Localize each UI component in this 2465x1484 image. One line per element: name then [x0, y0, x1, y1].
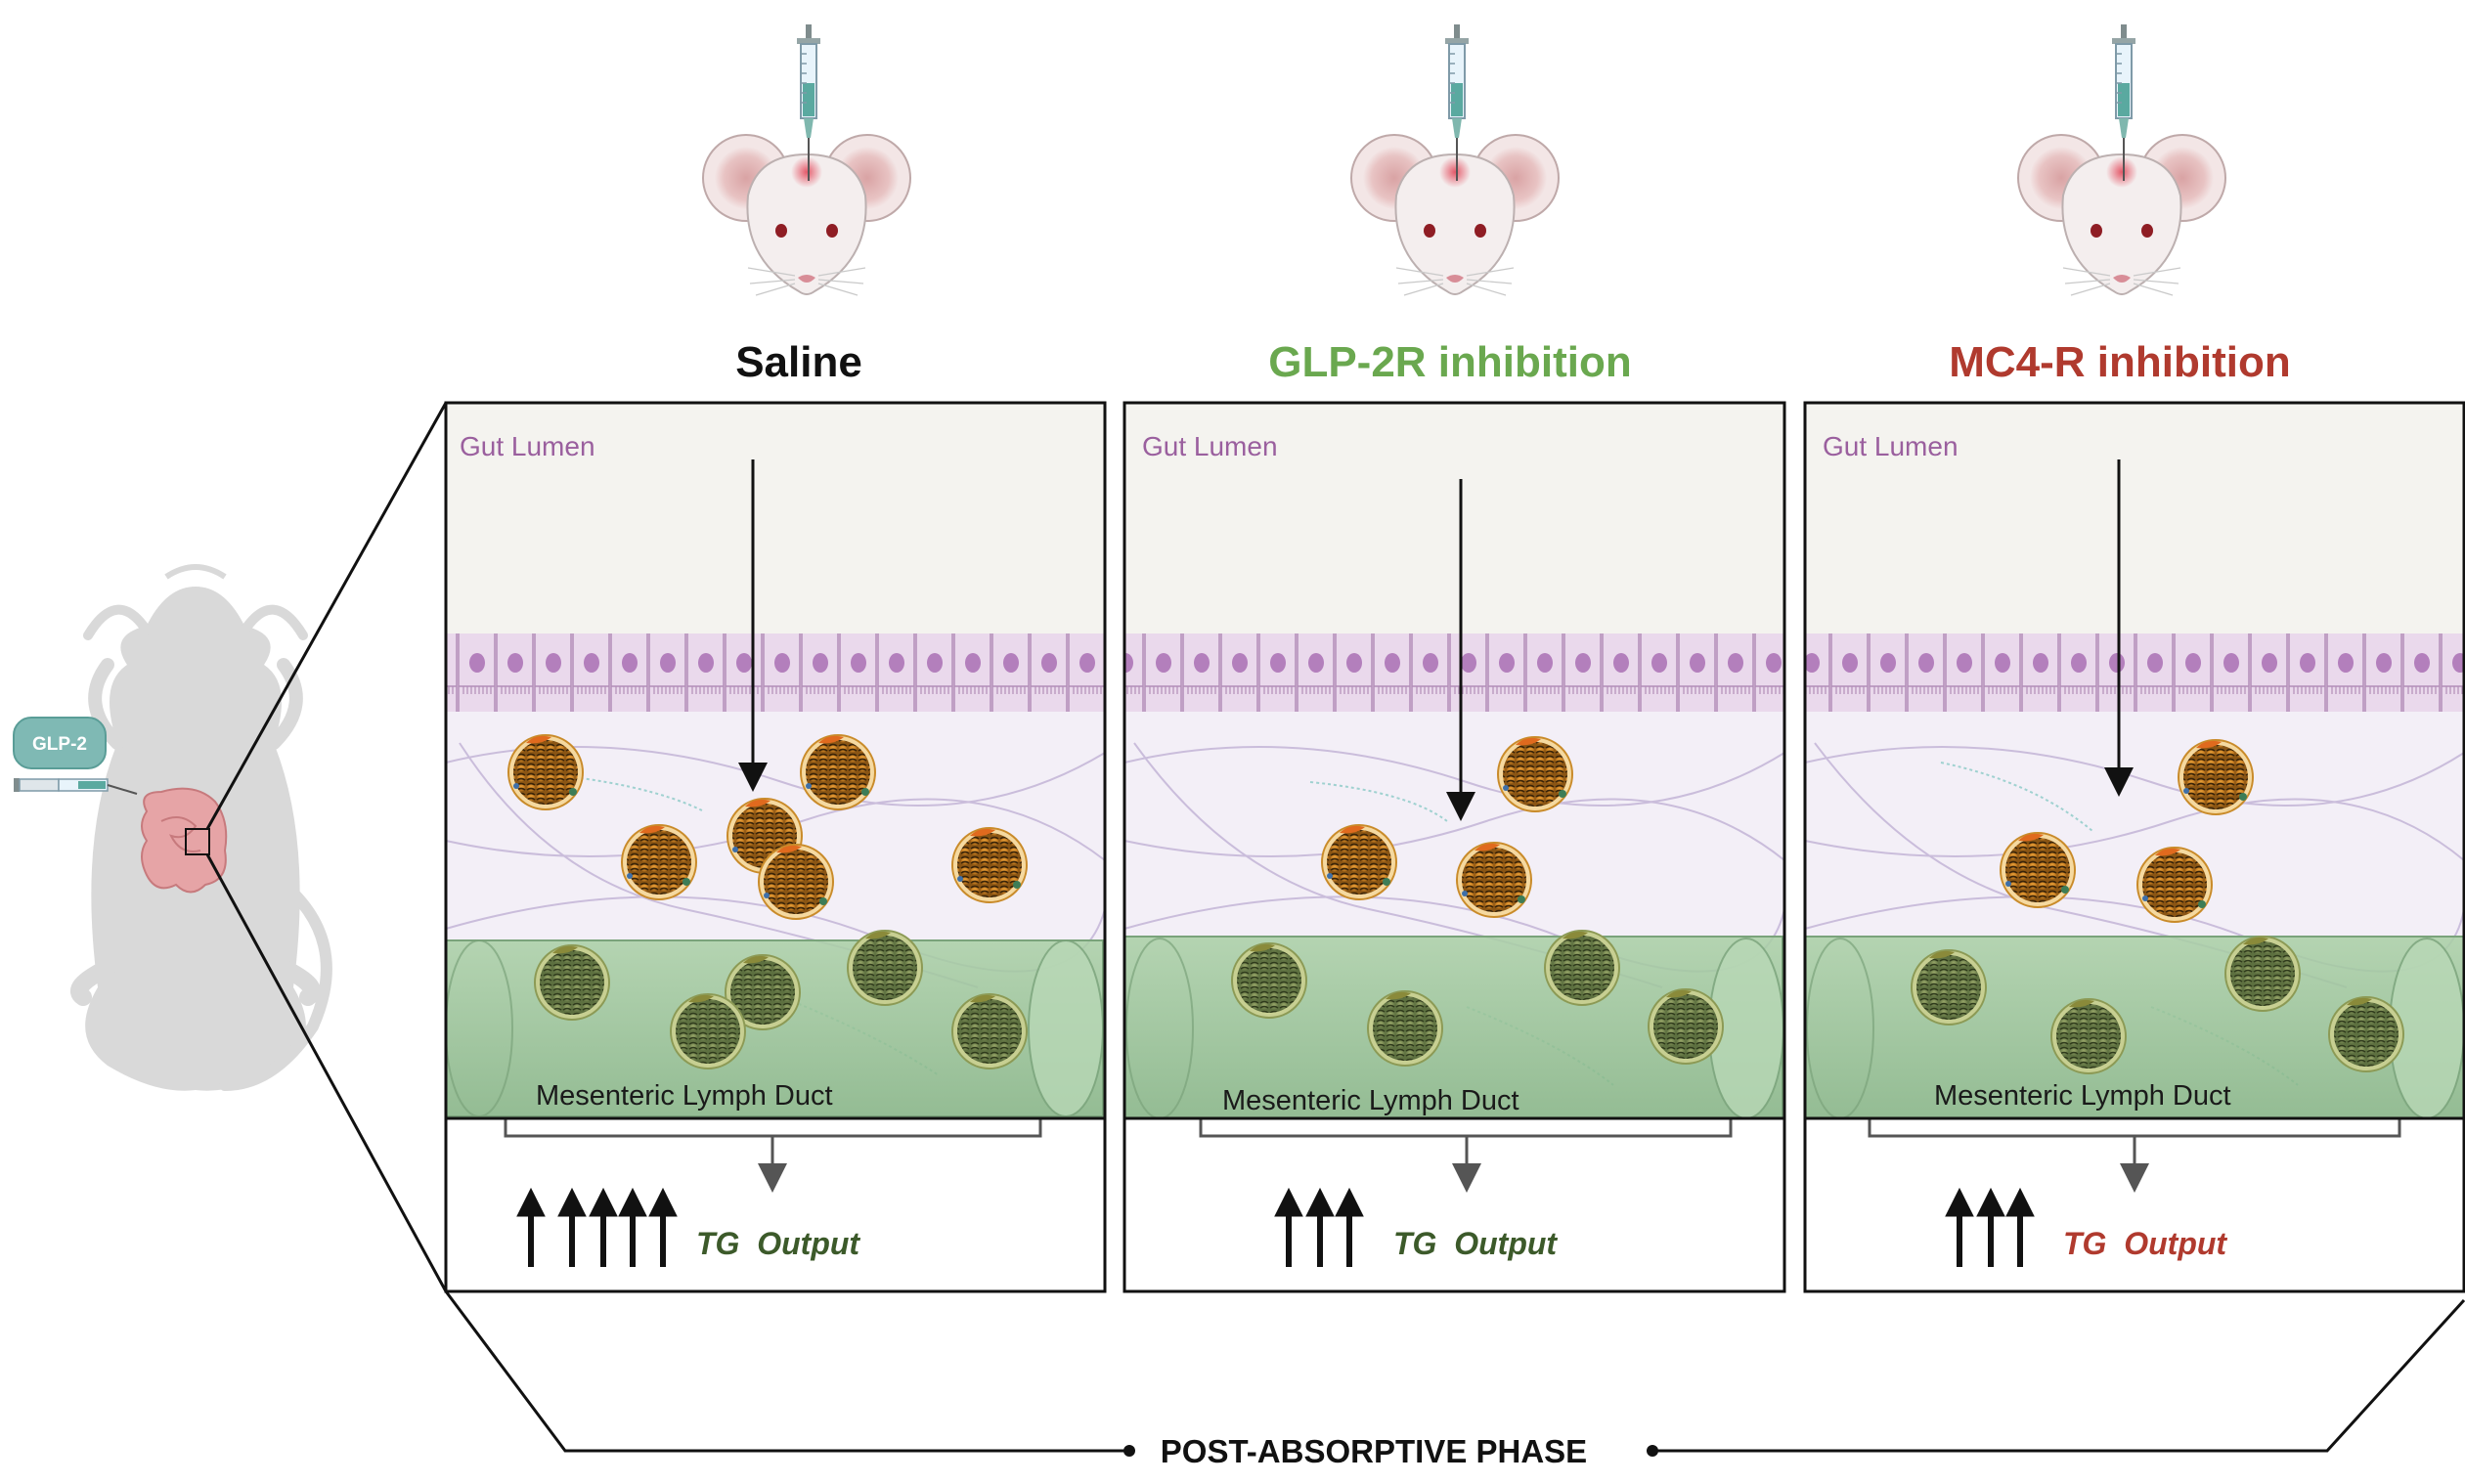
tg-output-label: TG Output — [2063, 1226, 2227, 1261]
glp2-badge: GLP-2 — [13, 717, 107, 769]
mouse-head-icon — [702, 134, 911, 296]
panel-title-glp2r: GLP-2R inhibition — [1268, 338, 1632, 386]
intestine-icon — [141, 787, 228, 894]
duct-label: Mesenteric Lymph Duct — [1222, 1085, 1519, 1116]
panel-title-mc4r: MC4-R inhibition — [1949, 338, 2291, 386]
lumen-label: Gut Lumen — [1142, 431, 1278, 461]
duct-label: Mesenteric Lymph Duct — [1934, 1080, 2231, 1112]
glp2-label: GLP-2 — [32, 734, 87, 755]
syringe-icon — [14, 778, 138, 795]
panel-saline: Gut Lumen Mesenteric Lymph Duct TG Outpu… — [444, 401, 1107, 1293]
duct-label: Mesenteric Lymph Duct — [536, 1080, 833, 1112]
mouse-head-icon — [1350, 134, 1560, 296]
lumen-label: Gut Lumen — [460, 431, 595, 461]
mouse-head-icon — [2017, 134, 2226, 296]
tg-output-label: TG Output — [696, 1226, 860, 1261]
phase-label: POST-ABSORPTIVE PHASE — [1161, 1433, 1587, 1469]
tg-arrows-glp2r — [1274, 1187, 1364, 1267]
tg-arrows-mc4r — [1945, 1187, 2035, 1267]
panel-mc4r-inhibition: Gut Lumen Mesenteric Lymph Duct TG Outpu… — [1803, 401, 2465, 1293]
tg-arrows-saline — [516, 1187, 678, 1267]
lumen-label: Gut Lumen — [1823, 431, 1959, 461]
tg-output-label: TG Output — [1393, 1226, 1558, 1261]
panel-glp2r-inhibition: Gut Lumen Mesenteric Lymph Duct TG Outpu… — [1122, 401, 1786, 1293]
panel-title-saline: Saline — [735, 338, 862, 386]
